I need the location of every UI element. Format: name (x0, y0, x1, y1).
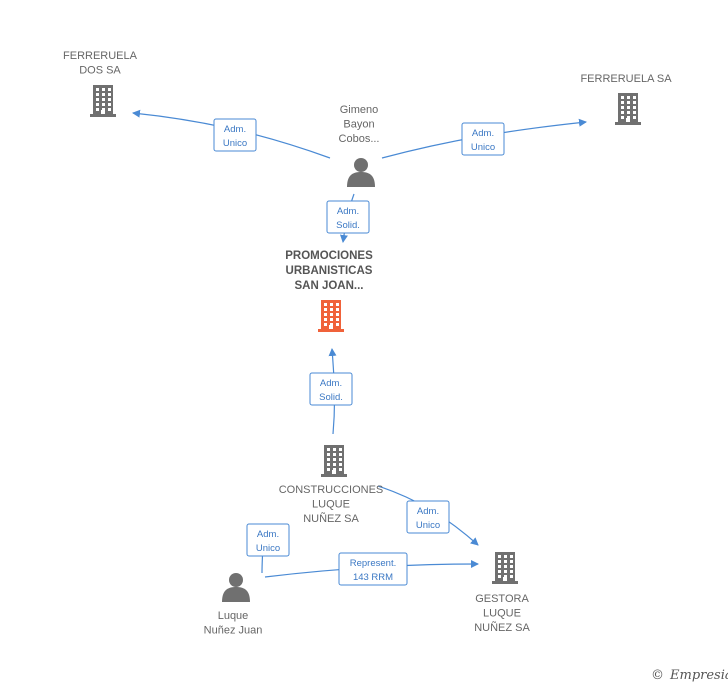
node-label[interactable]: GESTORA (475, 593, 529, 605)
node-ferreruela-dos[interactable]: FERRERUELA DOS SA (63, 50, 138, 117)
node-promociones[interactable]: PROMOCIONES URBANISTICAS SAN JOAN... (285, 250, 373, 332)
node-ferreruela[interactable]: FERRERUELA SA (580, 73, 672, 125)
edge-label-box[interactable] (326, 200, 370, 234)
building-icon[interactable] (492, 552, 518, 584)
edge-label-box[interactable] (338, 552, 408, 586)
edge-label-box[interactable] (309, 372, 353, 406)
edges-layer: Adm.UnicoAdm.UnicoAdm.Solid.Adm.Solid.Ad… (132, 109, 587, 586)
edge-label: Unico (471, 142, 495, 153)
edge-label: Adm. (337, 206, 359, 217)
edge-gimeno-to-promociones[interactable]: Adm. Solid. (326, 193, 370, 243)
edge-label-box[interactable] (246, 523, 290, 557)
node-label[interactable]: Nuñez Juan (204, 625, 263, 637)
node-label[interactable]: FERRERUELA (63, 50, 138, 62)
node-label[interactable]: CONSTRUCCIONES (279, 484, 384, 496)
node-label[interactable]: Luque (218, 610, 249, 622)
building-icon[interactable] (90, 85, 116, 117)
edge-label-box[interactable] (213, 118, 257, 152)
edge-construcciones-to-gestora[interactable]: Adm. Unico (377, 485, 479, 546)
node-label[interactable]: Cobos... (339, 133, 380, 145)
node-label[interactable]: NUÑEZ SA (474, 621, 530, 634)
edge-label: Adm. (320, 378, 342, 389)
node-label[interactable]: Gimeno (340, 104, 379, 116)
node-label[interactable]: LUQUE (312, 499, 350, 511)
nodes-layer: FERRERUELA DOS SA FERRERUELA SA GimenoBayon… (63, 50, 672, 637)
building-icon[interactable] (318, 300, 344, 332)
edge-label: Adm. (472, 128, 494, 139)
edge-construcciones-to-promociones[interactable]: Adm. Solid. (309, 348, 353, 435)
edge-label: Unico (223, 138, 247, 149)
copyright-icon: © (651, 668, 664, 683)
edge-label: Solid. (336, 220, 360, 231)
person-icon[interactable] (222, 573, 250, 602)
edge-label: Adm. (257, 529, 279, 540)
edge-label-box[interactable] (461, 122, 505, 156)
edge-gimeno-to-ferreruela-dos[interactable]: Adm. Unico (132, 109, 331, 159)
building-icon[interactable] (615, 93, 641, 125)
edge-gimeno-to-ferreruela[interactable]: Adm. Unico (381, 118, 587, 159)
footer-logo[interactable]: © Empresia (651, 668, 728, 683)
building-icon[interactable] (321, 445, 347, 477)
edge-label: Unico (256, 543, 280, 554)
edge-label: Adm. (417, 506, 439, 517)
brand-logo: Empresia (669, 668, 728, 683)
node-label[interactable]: LUQUE (483, 608, 521, 620)
edge-luque-juan-to-construcciones[interactable]: Adm. Unico (246, 523, 290, 574)
node-label[interactable]: DOS SA (79, 65, 121, 77)
edge-label: Represent. (350, 558, 396, 569)
node-label[interactable]: NUÑEZ SA (303, 512, 359, 525)
edge-luque-juan-to-gestora[interactable]: Represent. 143 RRM (264, 552, 479, 586)
person-icon[interactable] (347, 158, 375, 187)
node-gimeno[interactable]: GimenoBayonCobos... (339, 104, 380, 187)
node-label[interactable]: PROMOCIONES (285, 250, 373, 262)
edge-label: Solid. (319, 392, 343, 403)
node-label[interactable]: Bayon (343, 119, 374, 131)
edge-label: Unico (416, 520, 440, 531)
node-label[interactable]: FERRERUELA SA (580, 73, 672, 85)
edge-label: 143 RRM (353, 572, 393, 583)
edge-label-box[interactable] (406, 500, 450, 534)
edge-label: Adm. (224, 124, 246, 135)
node-label[interactable]: SAN JOAN... (294, 280, 363, 292)
node-label[interactable]: URBANISTICAS (286, 265, 373, 277)
